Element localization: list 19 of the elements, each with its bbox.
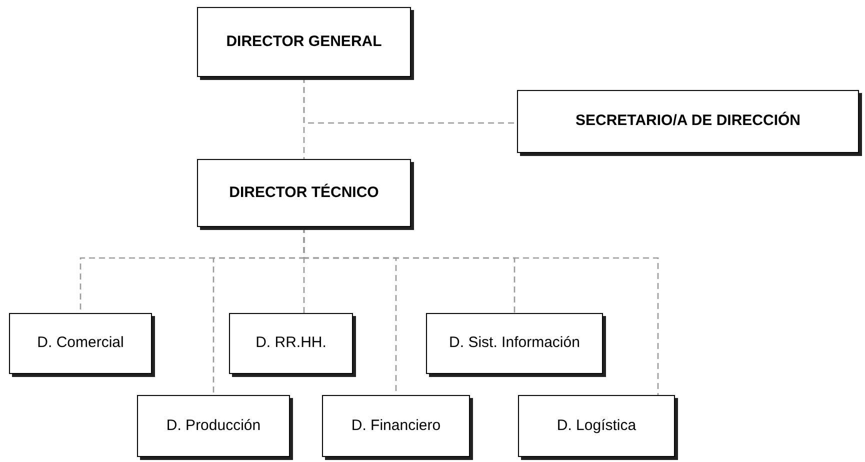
- org-box: [197, 7, 411, 77]
- org-box: [9, 313, 152, 374]
- role-title: D. Logística: [556, 416, 636, 436]
- role-title: D. Comercial: [37, 333, 124, 354]
- role-title: DIRECTOR TÉCNICO: [229, 182, 379, 203]
- org-box: [426, 313, 603, 374]
- role-title: D. Producción: [166, 416, 261, 436]
- org-box: [229, 313, 353, 374]
- role-title: SECRETARIO/A DE DIRECCIÓN: [575, 110, 800, 132]
- connector-line: [303, 77, 517, 124]
- org-box: [137, 395, 290, 457]
- role-title: DIRECTOR GENERAL: [226, 32, 382, 52]
- org-box: [322, 395, 470, 457]
- org-box: [518, 395, 675, 457]
- org-box: [517, 90, 859, 153]
- role-title: D. RR.HH.: [256, 333, 326, 354]
- role-title: D. Financiero: [351, 416, 441, 436]
- role-title: D. Sist. Información: [449, 333, 580, 354]
- org-box: [197, 159, 411, 227]
